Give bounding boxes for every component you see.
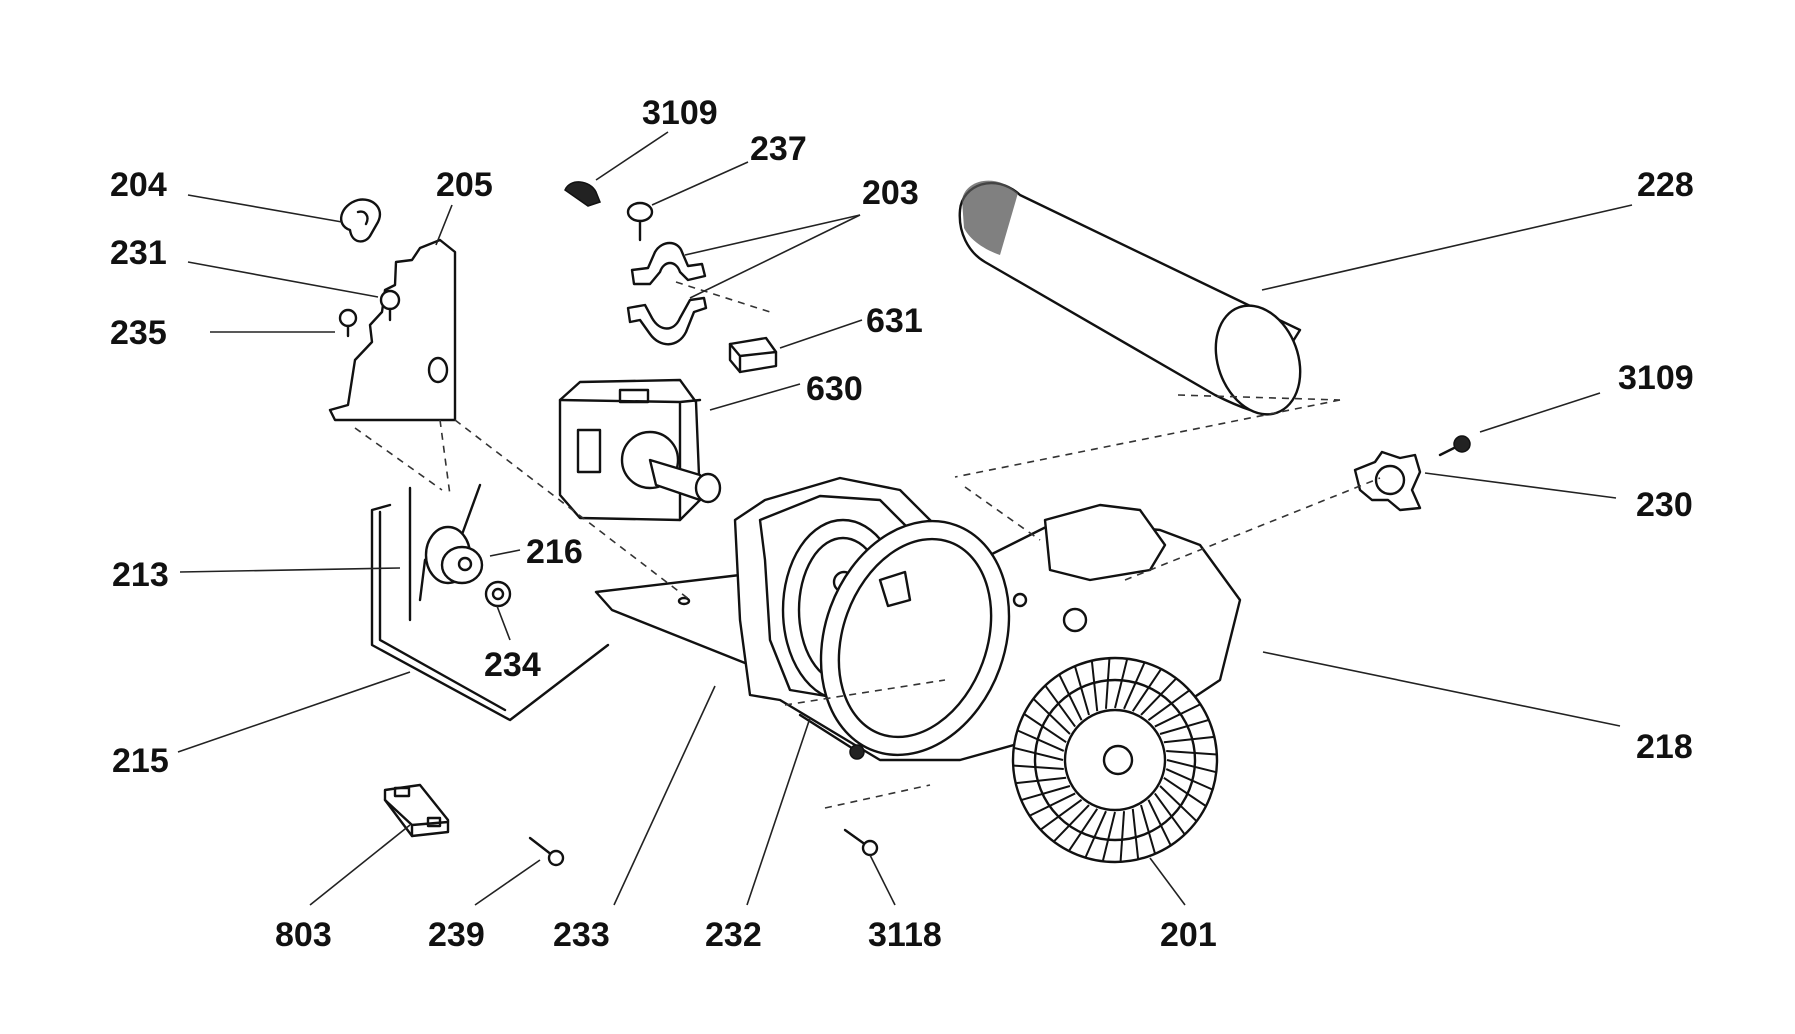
blower-fin	[1013, 746, 1064, 761]
blower-fin	[1163, 776, 1207, 807]
blower-fin	[1029, 792, 1076, 817]
part-630-timer	[558, 378, 722, 522]
blower-fin	[1090, 660, 1099, 712]
callout-630: 630	[806, 370, 863, 408]
part-234-washer	[484, 580, 512, 608]
part-237-screw	[626, 201, 654, 242]
blower-fin	[1104, 658, 1111, 709]
callout-3118: 3118	[868, 916, 942, 954]
callout-631: 631	[866, 302, 923, 340]
callout-231: 231	[110, 234, 167, 272]
callout-803: 803	[275, 916, 332, 954]
part-216-idler-pulley	[424, 525, 484, 585]
blower-fin	[1140, 804, 1157, 855]
part-631-block	[728, 336, 778, 374]
part-3118-screw	[843, 828, 879, 857]
blower-fin	[1131, 668, 1162, 712]
callout-203: 203	[862, 174, 919, 212]
blower-fin	[1159, 785, 1198, 822]
blower-fin	[1119, 811, 1126, 862]
callout-216: 216	[526, 533, 583, 571]
callout-218: 218	[1636, 728, 1693, 766]
blower-fin	[1131, 808, 1140, 860]
blower-fin	[1159, 718, 1210, 735]
callout-234: 234	[484, 646, 541, 684]
blower-fin	[1044, 684, 1076, 728]
part-3109-screw-top	[564, 181, 601, 207]
callout-201: 201	[1160, 916, 1217, 954]
callout-228: 228	[1637, 166, 1694, 204]
blower-fin	[1154, 703, 1201, 728]
blower-fin	[1016, 729, 1065, 752]
callout-239: 239	[428, 916, 485, 954]
leader-lines	[177, 131, 1633, 906]
callout-215: 215	[112, 742, 169, 780]
part-outlet-ring	[819, 519, 1088, 757]
blower-fin	[1015, 776, 1067, 785]
callout-205: 205	[436, 166, 493, 204]
part-235-screw	[338, 308, 358, 338]
part-230-bracket	[1353, 450, 1422, 512]
part-803-switch	[383, 783, 450, 838]
callout-204: 204	[110, 166, 167, 204]
callout-3109-top: 3109	[642, 94, 718, 132]
blower-fin	[1073, 665, 1090, 716]
blower-fin	[1123, 661, 1146, 710]
blower-fin	[1053, 804, 1090, 843]
part-231-screw	[379, 289, 401, 322]
part-204-clip	[339, 198, 381, 243]
blower-fin	[1023, 713, 1067, 744]
blower-fin	[1032, 698, 1071, 735]
blower-fin	[1101, 811, 1116, 862]
blower-fin	[1058, 674, 1083, 721]
callout-233: 233	[553, 916, 610, 954]
part-213-wire-frame	[370, 483, 610, 722]
part-203-clamps	[626, 241, 708, 346]
assembly-dashed-lines	[354, 281, 1381, 809]
blower-fin	[1163, 735, 1215, 744]
part-3109-screw-right	[1438, 435, 1471, 457]
blower-fin	[1147, 689, 1191, 721]
part-239-screw	[528, 836, 565, 867]
blower-fin	[1084, 810, 1107, 859]
callout-213: 213	[112, 556, 169, 594]
blower-fin	[1147, 799, 1172, 846]
blower-fin	[1039, 799, 1083, 831]
callout-232: 232	[705, 916, 762, 954]
blower-fins	[1013, 658, 1217, 862]
blower-fin	[1013, 764, 1064, 771]
blower-fin	[1020, 785, 1071, 802]
blower-fin	[1068, 808, 1099, 852]
callout-230: 230	[1636, 486, 1693, 524]
callout-235: 235	[110, 314, 167, 352]
blower-fin	[1140, 677, 1177, 716]
blower-fin	[1114, 658, 1129, 709]
part-205-bracket	[328, 238, 457, 422]
callout-237: 237	[750, 130, 807, 168]
callout-3109-right: 3109	[1618, 359, 1694, 397]
part-233-base-plate	[594, 573, 762, 667]
blower-fin	[1166, 749, 1217, 756]
part-201-blower-wheel	[1011, 656, 1219, 864]
callout-labels: 204 205 231 235 3109 237 203 631 630 228…	[110, 94, 1694, 954]
blower-fin	[1165, 768, 1214, 791]
blower-fin	[1166, 759, 1217, 774]
blower-fin	[1154, 792, 1186, 836]
part-228-duct	[958, 180, 1302, 416]
